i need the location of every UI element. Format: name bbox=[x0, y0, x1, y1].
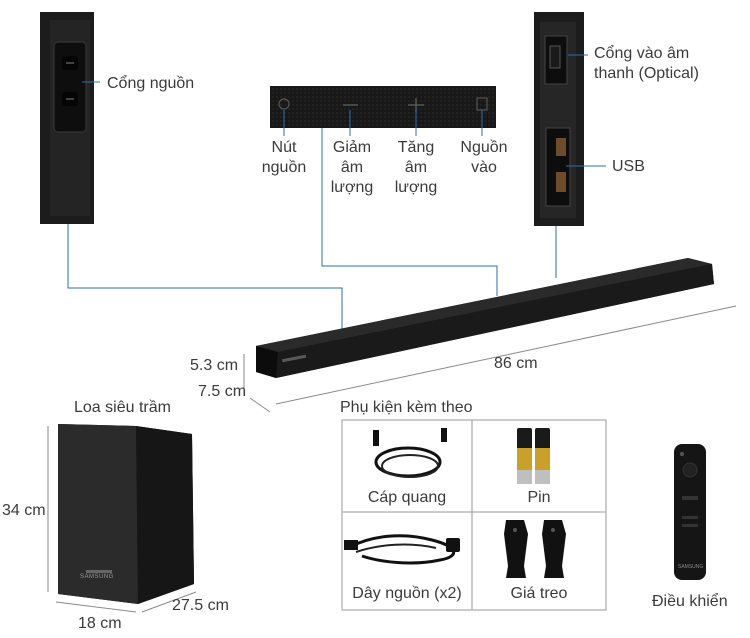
soundbar-depth-label: 7.5 cm bbox=[198, 383, 247, 400]
accessories-grid bbox=[341, 419, 607, 611]
accessories-title: Phụ kiện kèm theo bbox=[340, 399, 473, 416]
sub-depth-dim-line bbox=[141, 591, 197, 613]
vol-down-label-line1: Giảm bbox=[332, 139, 372, 156]
usb-label: USB bbox=[612, 158, 645, 175]
rear-leader-left bbox=[67, 224, 343, 330]
sub-height-label: 34 cm bbox=[2, 502, 46, 519]
optical-port-label-line2: thanh (Optical) bbox=[594, 65, 699, 82]
power-port-label: Cổng nguồn bbox=[107, 75, 195, 92]
power-cord-label: Dây nguồn (x2) bbox=[352, 585, 462, 602]
soundbar-height-label: 5.3 cm bbox=[190, 357, 239, 374]
soundbar-length-dim-line bbox=[275, 305, 737, 405]
subwoofer-photo bbox=[58, 424, 194, 604]
optical-port-label-line1: Cổng vào âm bbox=[594, 45, 690, 62]
vol-up-label-line2: âm bbox=[404, 159, 428, 176]
remote-brand: SAMSUNG bbox=[678, 564, 704, 570]
soundbar-depth-dim-line bbox=[249, 397, 271, 413]
source-label-line2: vào bbox=[471, 159, 497, 176]
control-panel-photo bbox=[270, 86, 496, 128]
vol-down-label-line2: âm bbox=[340, 159, 364, 176]
vol-up-label-line3: lượng bbox=[394, 179, 438, 196]
battery-photo bbox=[517, 428, 550, 484]
sub-width-label: 18 cm bbox=[78, 615, 122, 632]
remote-photo bbox=[674, 444, 706, 580]
power-port-photo bbox=[40, 12, 94, 224]
power-button-label-line2: nguồn bbox=[261, 159, 307, 176]
sub-width-dim-line bbox=[55, 601, 137, 613]
optical-usb-photo bbox=[534, 12, 584, 226]
optical-cable-photo bbox=[373, 428, 447, 478]
subwoofer-title: Loa siêu trầm bbox=[74, 399, 171, 416]
power-button-label-line1: Nút bbox=[271, 139, 297, 156]
battery-label: Pin bbox=[527, 489, 551, 506]
soundbar-photo bbox=[256, 258, 714, 378]
vol-down-label-line3: lượng bbox=[330, 179, 374, 196]
power-cord-photo bbox=[344, 534, 460, 565]
wall-mount-label: Giá treo bbox=[510, 585, 568, 602]
subwoofer-brand: SAMSUNG bbox=[80, 574, 114, 580]
sub-depth-label: 27.5 cm bbox=[172, 597, 229, 614]
remote-label: Điều khiển bbox=[652, 593, 728, 610]
source-label-line1: Nguồn bbox=[460, 139, 508, 156]
optical-cable-label: Cáp quang bbox=[367, 489, 447, 506]
soundbar-length-label: 86 cm bbox=[494, 355, 538, 372]
vol-up-label-line1: Tăng bbox=[397, 139, 435, 156]
wall-mount-photo bbox=[504, 520, 566, 578]
top-leader bbox=[321, 128, 498, 296]
